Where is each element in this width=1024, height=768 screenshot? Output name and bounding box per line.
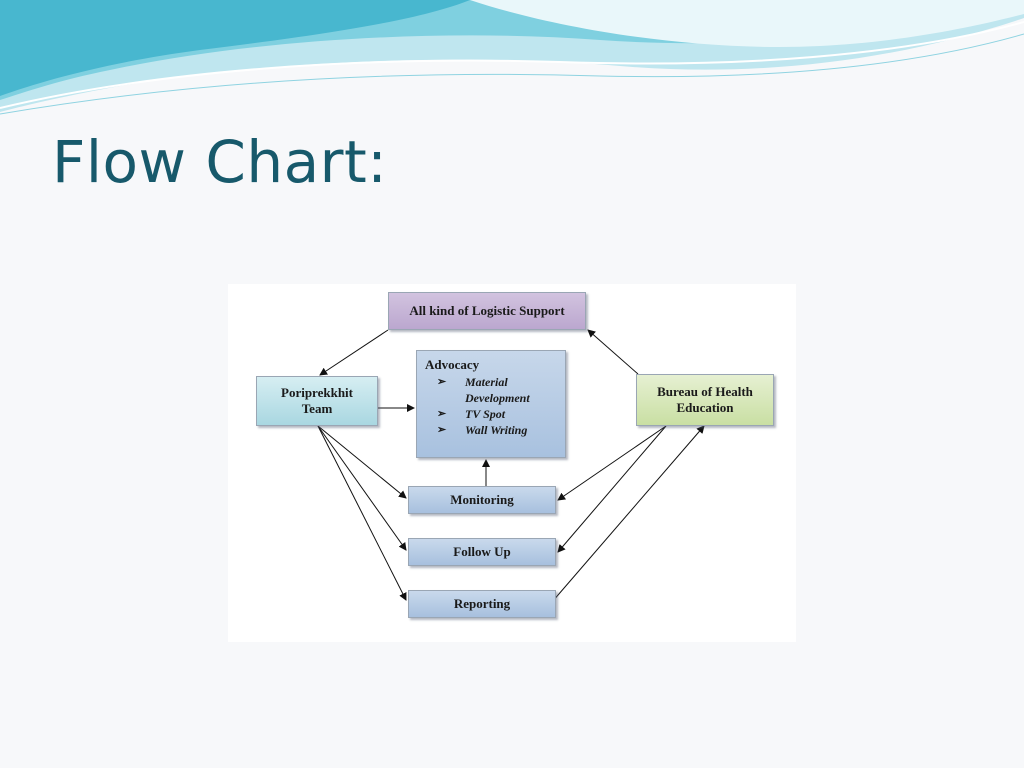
follow-up-box: Follow Up xyxy=(408,538,556,566)
logistic-support-label: All kind of Logistic Support xyxy=(409,303,565,318)
advocacy-item: ➢ TV Spot xyxy=(437,406,557,422)
bureau-label-line1: Bureau of Health xyxy=(657,384,753,399)
flow-chart-diagram: All kind of Logistic Support Poriprekkhi… xyxy=(228,284,796,642)
monitoring-box: Monitoring xyxy=(408,486,556,514)
advocacy-list: ➢ Material Development ➢ TV Spot ➢ Wall … xyxy=(425,374,557,438)
advocacy-box: Advocacy ➢ Material Development ➢ TV Spo… xyxy=(416,350,566,458)
arrow-bullet-icon: ➢ xyxy=(437,376,447,388)
advocacy-item-text: TV Spot xyxy=(465,407,506,421)
poriprekkhit-team-box: Poriprekkhit Team xyxy=(256,376,378,426)
advocacy-heading: Advocacy xyxy=(425,357,480,372)
advocacy-item-text: Wall Writing xyxy=(465,423,528,437)
arrow-bullet-icon: ➢ xyxy=(437,408,447,420)
flow-arrows xyxy=(317,329,705,603)
slide-title: Flow Chart: xyxy=(52,128,388,196)
reporting-label: Reporting xyxy=(453,596,511,611)
advocacy-item-text: Material Development xyxy=(465,375,530,405)
poriprekkhit-label-line1: Poriprekkhit xyxy=(281,385,353,400)
follow-up-label: Follow Up xyxy=(453,544,511,559)
bureau-label-line2: Education xyxy=(676,400,734,415)
bureau-of-health-box: Bureau of Health Education xyxy=(636,374,774,426)
advocacy-item: ➢ Material Development xyxy=(437,374,557,406)
reporting-box: Reporting xyxy=(408,590,556,618)
advocacy-item: ➢ Wall Writing xyxy=(437,422,557,438)
logistic-support-box: All kind of Logistic Support xyxy=(388,292,586,330)
poriprekkhit-label-line2: Team xyxy=(301,401,333,416)
arrow-bullet-icon: ➢ xyxy=(437,424,447,436)
monitoring-label: Monitoring xyxy=(450,492,514,507)
